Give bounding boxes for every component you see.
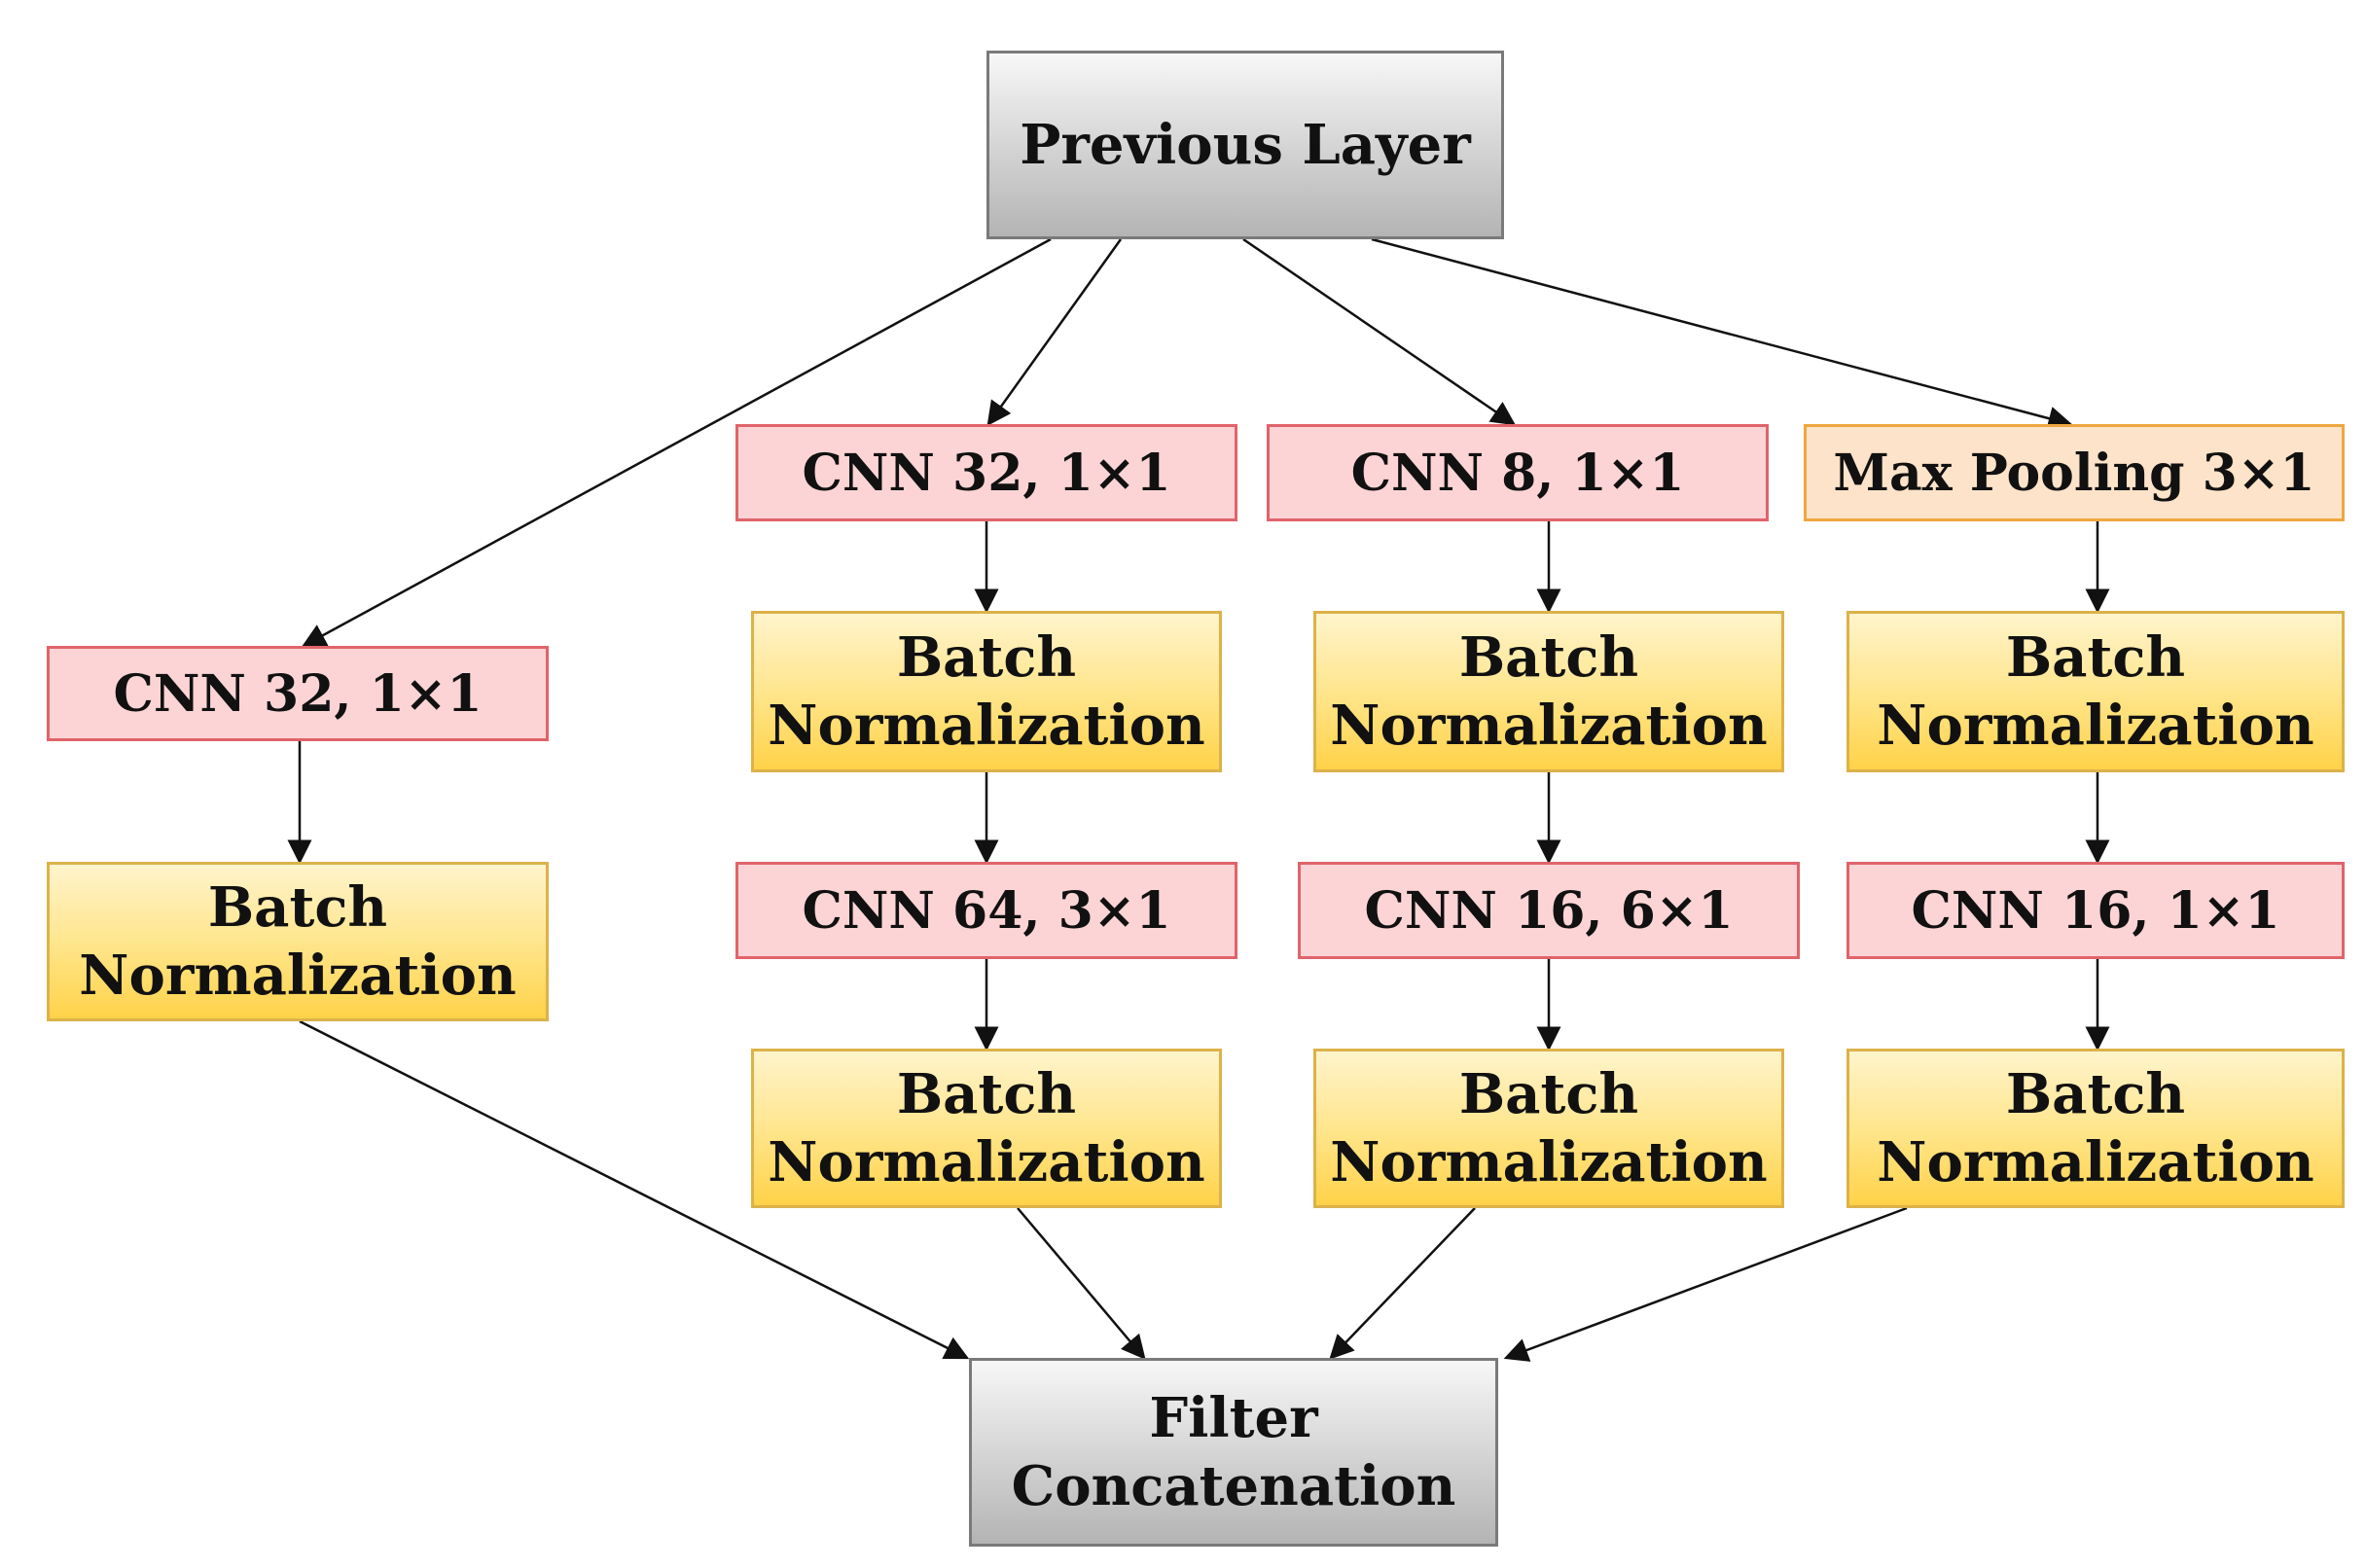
branch2-batchnorm1-label: Batch Normalization [768, 625, 1205, 758]
arrow-previous-to-branch2-conv [986, 238, 1123, 427]
branch1-batchnorm-node: Batch Normalization [47, 862, 549, 1021]
arrow-branch2-bn2-to-concat [1017, 1207, 1146, 1360]
arrow-previous-to-branch1-conv [301, 237, 1052, 648]
branch3-batchnorm2-node: Batch Normalization [1313, 1049, 1784, 1208]
branch1-conv-node: CNN 32, 1×1 [47, 646, 549, 741]
branch4-conv-label: CNN 16, 1×1 [1911, 880, 2280, 941]
branch2-conv2-label: CNN 64, 3×1 [802, 880, 1171, 941]
branch3-conv1-label: CNN 8, 1×1 [1350, 443, 1685, 503]
branch2-conv1-label: CNN 32, 1×1 [802, 443, 1171, 503]
branch2-conv1-node: CNN 32, 1×1 [735, 424, 1237, 521]
arrow-previous-to-branch3-conv [1242, 237, 1517, 426]
branch2-batchnorm2-label: Batch Normalization [768, 1062, 1205, 1194]
previous-layer-label: Previous Layer [1020, 113, 1471, 177]
branch2-conv2-node: CNN 64, 3×1 [735, 862, 1237, 959]
branch3-conv1-node: CNN 8, 1×1 [1267, 424, 1769, 521]
arrow-branch1-bn-to-concat [299, 1019, 970, 1360]
branch4-maxpool-node: Max Pooling 3×1 [1804, 424, 2345, 521]
filter-concatenation-label: Filter Concatenation [1011, 1386, 1456, 1518]
branch1-conv-label: CNN 32, 1×1 [113, 663, 483, 724]
branch2-batchnorm2-node: Batch Normalization [751, 1049, 1222, 1208]
branch4-conv-node: CNN 16, 1×1 [1846, 862, 2345, 959]
branch3-conv2-label: CNN 16, 6×1 [1364, 880, 1734, 941]
arrow-branch3-bn2-to-concat [1329, 1207, 1476, 1360]
branch4-batchnorm2-label: Batch Normalization [1877, 1062, 2314, 1194]
arrow-previous-to-branch4-pool [1371, 237, 2073, 431]
branch4-batchnorm1-label: Batch Normalization [1877, 625, 2314, 758]
branch4-batchnorm1-node: Batch Normalization [1846, 611, 2345, 772]
branch3-batchnorm1-label: Batch Normalization [1330, 625, 1768, 758]
arrow-branch4-bn2-to-concat [1503, 1206, 1908, 1362]
branch1-batchnorm-label: Batch Normalization [79, 875, 517, 1008]
previous-layer-node: Previous Layer [986, 51, 1504, 239]
filter-concatenation-node: Filter Concatenation [969, 1358, 1498, 1547]
branch2-batchnorm1-node: Batch Normalization [751, 611, 1222, 772]
branch3-conv2-node: CNN 16, 6×1 [1298, 862, 1800, 959]
branch4-maxpool-label: Max Pooling 3×1 [1833, 443, 2315, 503]
branch3-batchnorm1-node: Batch Normalization [1313, 611, 1784, 772]
branch3-batchnorm2-label: Batch Normalization [1330, 1062, 1768, 1194]
branch4-batchnorm2-node: Batch Normalization [1846, 1049, 2345, 1208]
